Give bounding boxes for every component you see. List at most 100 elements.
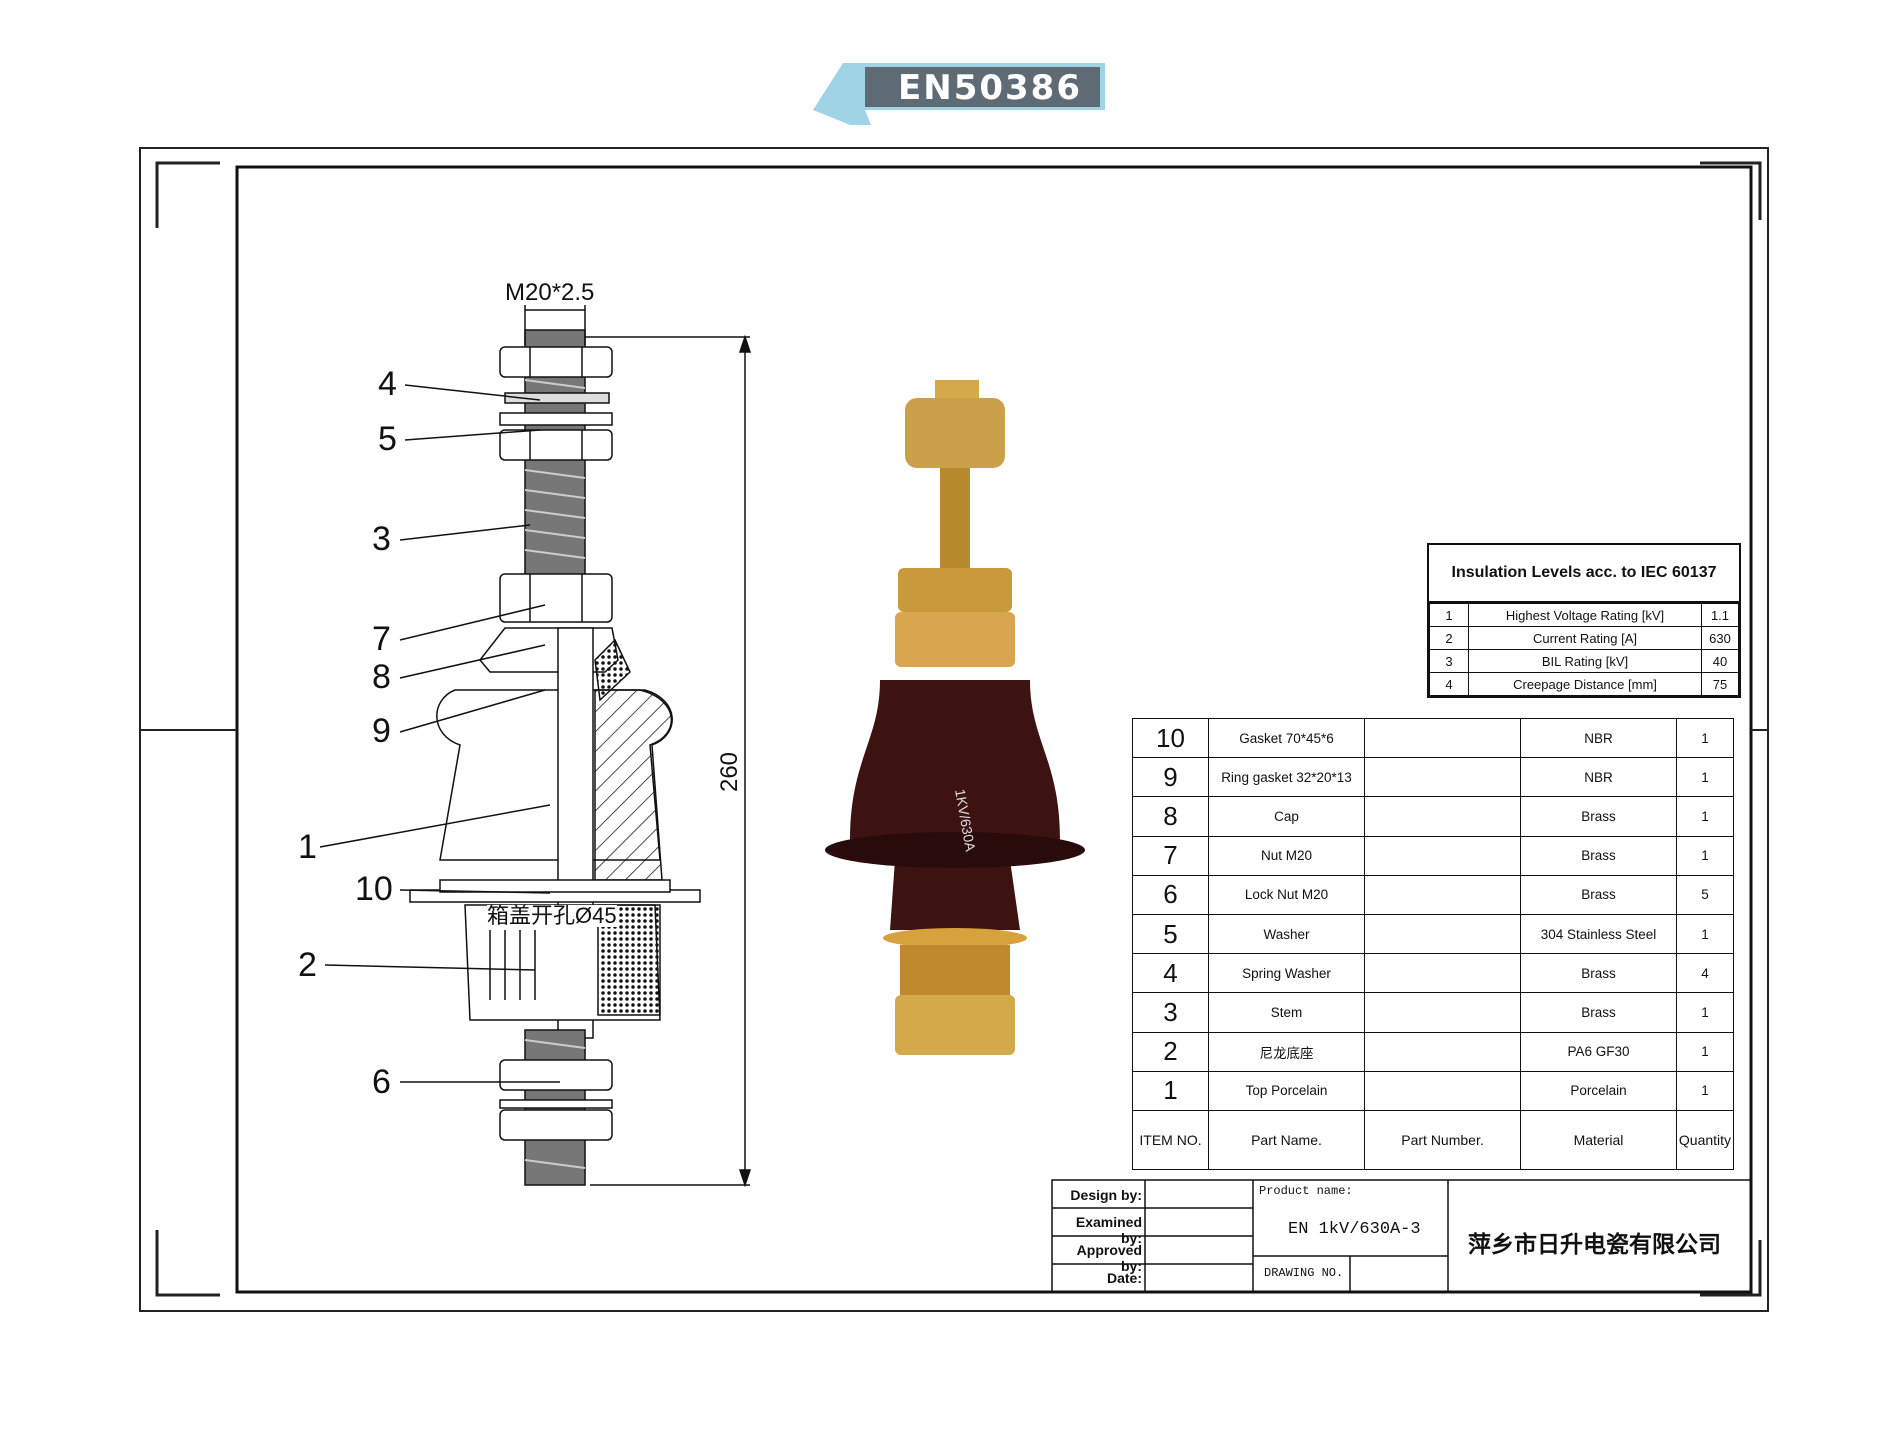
table-row: 3 BIL Rating [kV] 40 xyxy=(1429,649,1739,673)
material: Brass xyxy=(1520,796,1677,837)
table-row: 2 Current Rating [A] 630 xyxy=(1429,626,1739,650)
part-name: Gasket 70*45*6 xyxy=(1208,717,1365,759)
part-number xyxy=(1364,913,1521,955)
header-part-number: Part Number. xyxy=(1364,1109,1521,1170)
table-row: 4 Creepage Distance [mm] 75 xyxy=(1429,672,1739,696)
title-block-frame xyxy=(1051,1179,1752,1293)
item-no: 1 xyxy=(1132,1070,1209,1111)
part-name: Ring gasket 32*20*13 xyxy=(1208,757,1365,798)
row-number: 4 xyxy=(1429,672,1469,696)
quantity: 1 xyxy=(1676,757,1734,798)
item-no: 5 xyxy=(1132,913,1209,955)
thread-dimension xyxy=(524,305,586,345)
callout-8: 8 xyxy=(372,658,391,696)
part-number xyxy=(1364,1031,1521,1072)
header-quantity: Quantity xyxy=(1676,1109,1734,1170)
callout-9: 9 xyxy=(372,712,391,750)
material: Brass xyxy=(1520,992,1677,1033)
item-no: 6 xyxy=(1132,874,1209,915)
company-name: 萍乡市日升电瓷有限公司 xyxy=(1468,1231,1721,1257)
part-number xyxy=(1364,835,1521,876)
product-name: EN 1kV/630A-3 xyxy=(1288,1220,1421,1239)
part-number xyxy=(1364,874,1521,915)
quantity: 4 xyxy=(1676,953,1734,994)
item-no: 3 xyxy=(1132,992,1209,1033)
examined-by-label: Examined by: xyxy=(1075,1214,1142,1246)
part-name: Cap xyxy=(1208,796,1365,837)
rating-name: Highest Voltage Rating [kV] xyxy=(1468,603,1702,627)
callout-6: 6 xyxy=(372,1063,391,1101)
callout-leaders xyxy=(319,384,560,1083)
quantity: 1 xyxy=(1676,992,1734,1033)
header-material: Material xyxy=(1520,1109,1677,1170)
item-no: 2 xyxy=(1132,1031,1209,1072)
material: PA6 GF30 xyxy=(1520,1031,1677,1072)
part-name: Nut M20 xyxy=(1208,835,1365,876)
header-item-no: ITEM NO. xyxy=(1132,1109,1209,1170)
quantity: 1 xyxy=(1676,796,1734,837)
approved-by-label: Approved by: xyxy=(1076,1242,1142,1274)
part-number xyxy=(1364,1070,1521,1111)
part-number xyxy=(1364,992,1521,1033)
callout-5: 5 xyxy=(378,420,397,458)
bushing-cross-section xyxy=(409,329,701,1186)
material: NBR xyxy=(1520,717,1677,759)
row-number: 3 xyxy=(1429,649,1469,673)
material: Porcelain xyxy=(1520,1070,1677,1111)
rating-value: 1.1 xyxy=(1701,603,1739,627)
row-number: 2 xyxy=(1429,626,1469,650)
item-no: 7 xyxy=(1132,835,1209,876)
callout-1: 1 xyxy=(298,828,317,866)
part-number xyxy=(1364,953,1521,994)
part-name: Washer xyxy=(1208,913,1365,955)
part-name: Top Porcelain xyxy=(1208,1070,1365,1111)
material: NBR xyxy=(1520,757,1677,798)
date-label: Date: xyxy=(1106,1270,1142,1286)
rating-name: BIL Rating [kV] xyxy=(1468,649,1702,673)
material: 304 Stainless Steel xyxy=(1520,913,1677,955)
part-name: Spring Washer xyxy=(1208,953,1365,994)
quantity: 5 xyxy=(1676,874,1734,915)
rating-value: 630 xyxy=(1701,626,1739,650)
part-number xyxy=(1364,757,1521,798)
callout-7: 7 xyxy=(372,620,391,658)
item-no: 10 xyxy=(1132,717,1209,759)
insulation-table-title: Insulation Levels acc. to IEC 60137 xyxy=(1429,545,1739,603)
quantity: 1 xyxy=(1676,835,1734,876)
table-header-row: ITEM NO. Part Name. Part Number. Materia… xyxy=(1132,1109,1734,1170)
quantity: 1 xyxy=(1676,1031,1734,1072)
thread-size-label: M20*2.5 xyxy=(505,279,595,306)
part-name: Stem xyxy=(1208,992,1365,1033)
material: Brass xyxy=(1520,874,1677,915)
callout-2: 2 xyxy=(298,946,317,984)
callout-10: 10 xyxy=(355,870,393,908)
height-dimension xyxy=(585,334,752,1188)
rating-value: 40 xyxy=(1701,649,1739,673)
drawing-no-label: DRAWING NO. xyxy=(1264,1266,1344,1280)
header-part-name: Part Name. xyxy=(1208,1109,1365,1170)
part-name: 尼龙底座 xyxy=(1208,1031,1365,1072)
row-number: 1 xyxy=(1429,603,1469,627)
design-by-label: Design by: xyxy=(1070,1187,1142,1203)
height-dimension-label: 260 xyxy=(716,751,744,793)
part-number xyxy=(1364,796,1521,837)
rating-value: 75 xyxy=(1701,672,1739,696)
insulation-levels-table: Insulation Levels acc. to IEC 60137 1 Hi… xyxy=(1427,543,1741,698)
material: Brass xyxy=(1520,835,1677,876)
banner-ribbon xyxy=(813,63,1105,125)
product-name-label: Product name: xyxy=(1259,1184,1353,1198)
quantity: 1 xyxy=(1676,1070,1734,1111)
rating-name: Creepage Distance [mm] xyxy=(1468,672,1702,696)
quantity: 1 xyxy=(1676,913,1734,955)
item-no: 8 xyxy=(1132,796,1209,837)
part-name: Lock Nut M20 xyxy=(1208,874,1365,915)
